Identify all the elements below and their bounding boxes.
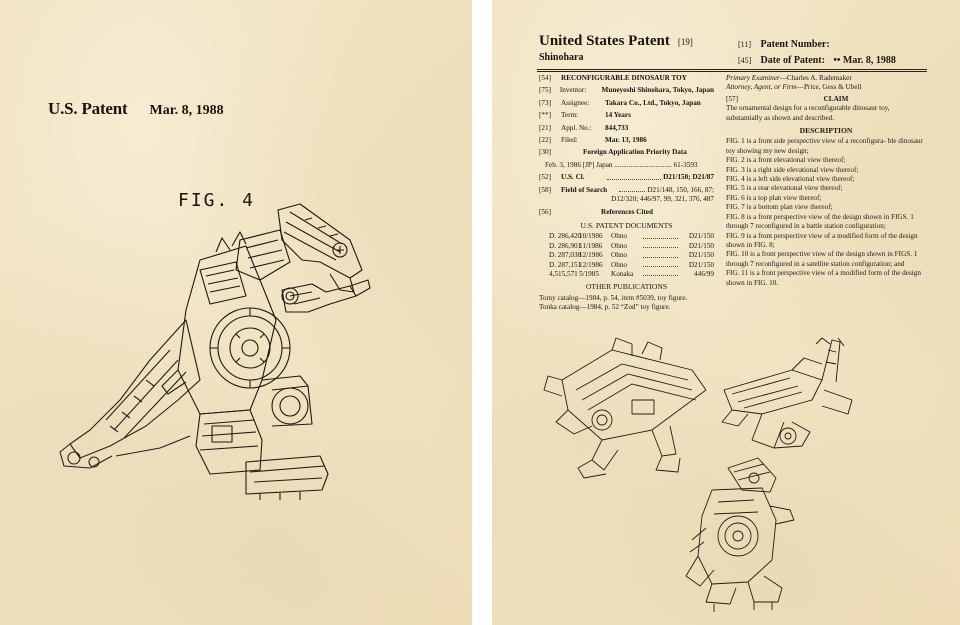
attorney: Attorney, Agent, or Firm—Price, Gess & U… [726, 83, 862, 92]
figure-description: FIG. 6 is a top plan view thereof; [726, 193, 822, 202]
title-text: United States Patent [539, 33, 670, 49]
battle-station-drawing [543, 337, 707, 479]
other-publication: Tomy catalog—1984, p. 54, item #5039, to… [539, 293, 688, 302]
drawing-sheet: U.S. Patent Mar. 8, 1988 FIG. 4 [0, 0, 472, 625]
reconfigured-toy-drawings [543, 337, 853, 612]
field-search-continued: D12/320; 446/97, 99, 321, 376, 487 [611, 195, 714, 204]
meta-date-of-patent: [45] Date of Patent: •• Mar. 8, 1988 [738, 55, 896, 66]
figure-label: FIG. 4 [178, 190, 256, 211]
other-publication: Tonka catalog—1984, p. 52 “Zod” toy figu… [539, 303, 671, 312]
figure-description: FIG. 10 is a front perspective view of t… [726, 250, 918, 268]
figure-description: FIG. 8 is a front perspective view of th… [726, 212, 914, 231]
field-search: [58] Field of Search D21/148, 150, 166, … [539, 185, 714, 194]
satellite-station-drawing [721, 337, 853, 449]
us-docs-heading: U.S. PATENT DOCUMENTS [580, 220, 673, 230]
figure-description: FIG. 9 is a front perspective view of a … [726, 231, 918, 249]
title-code: [19] [677, 37, 693, 47]
field-filed: [22] Filed: Mar. 13, 1986 [539, 136, 647, 145]
header-rule [537, 69, 927, 70]
header-rule [537, 71, 927, 72]
dinosaur-figure-drawing [685, 457, 795, 612]
figure-description: FIG. 3 is a right side elevational view … [726, 165, 859, 174]
field-inventor: [75] Inventor: Muneyoshi Shinohara, Toky… [539, 86, 714, 95]
meta-patent-number: [11] Patent Number: [738, 39, 830, 50]
header-date: Mar. 8, 1988 [149, 103, 224, 118]
claim-text: The ornamental design for a reconfigurab… [726, 104, 890, 122]
bibliographic-column: [54] RECONFIGURABLE DINOSAUR TOY [75] In… [539, 74, 714, 313]
figure-description: FIG. 5 is a rear elevational view thereo… [726, 184, 843, 193]
text-sheet: United States Patent [19] Shinohara [11]… [492, 0, 960, 625]
claim-heading-row: [57] CLAIM [726, 94, 849, 103]
field-us-cl: [52] U.S. Cl. D21/150; D21/87 [539, 173, 714, 182]
foreign-priority-row: Feb. 3, 1986 [JP] Japan ................… [545, 160, 698, 169]
sheet-header: U.S. Patent Mar. 8, 1988 [48, 99, 224, 119]
patent-meta: [11] Patent Number: [45] Date of Patent:… [738, 37, 896, 69]
figure-description: FIG. 7 is a bottom plan view thereof; [726, 203, 833, 212]
inventor-surname: Shinohara [539, 52, 584, 63]
patent-title: United States Patent [19] [539, 32, 693, 50]
figure-description: FIG. 2 is a front elevational view there… [726, 156, 846, 165]
field-references: [56] References Cited [539, 208, 653, 217]
field-term: [**] Term: 14 Years [539, 111, 631, 120]
description-heading: DESCRIPTION [799, 126, 853, 136]
figure-description: FIG. 11 is a front perspective view of a… [726, 269, 921, 287]
figure-description: FIG. 4 is a left side elevational view t… [726, 175, 855, 184]
field-foreign-priority: [30] Foreign Application Priority Data [539, 148, 687, 157]
figure-descriptions: FIG. 1 is a front side perspective view … [726, 137, 926, 288]
figure-description: FIG. 1 is a front side perspective view … [726, 137, 923, 155]
field-appl-no: [21] Appl. No.: 844,733 [539, 123, 629, 132]
other-publications-heading: OTHER PUBLICATIONS [585, 282, 668, 292]
primary-examiner: Primary Examiner—Charles A. Rademaker [726, 74, 852, 82]
claim-column: Primary Examiner—Charles A. Rademaker At… [726, 74, 926, 288]
header-patent: U.S. Patent [48, 99, 128, 118]
field-title: [54] RECONFIGURABLE DINOSAUR TOY [539, 74, 687, 82]
field-assignee: [73] Assignee: Takara Co., Ltd., Tokyo, … [539, 98, 701, 107]
dinosaur-robot-drawing [59, 203, 371, 500]
